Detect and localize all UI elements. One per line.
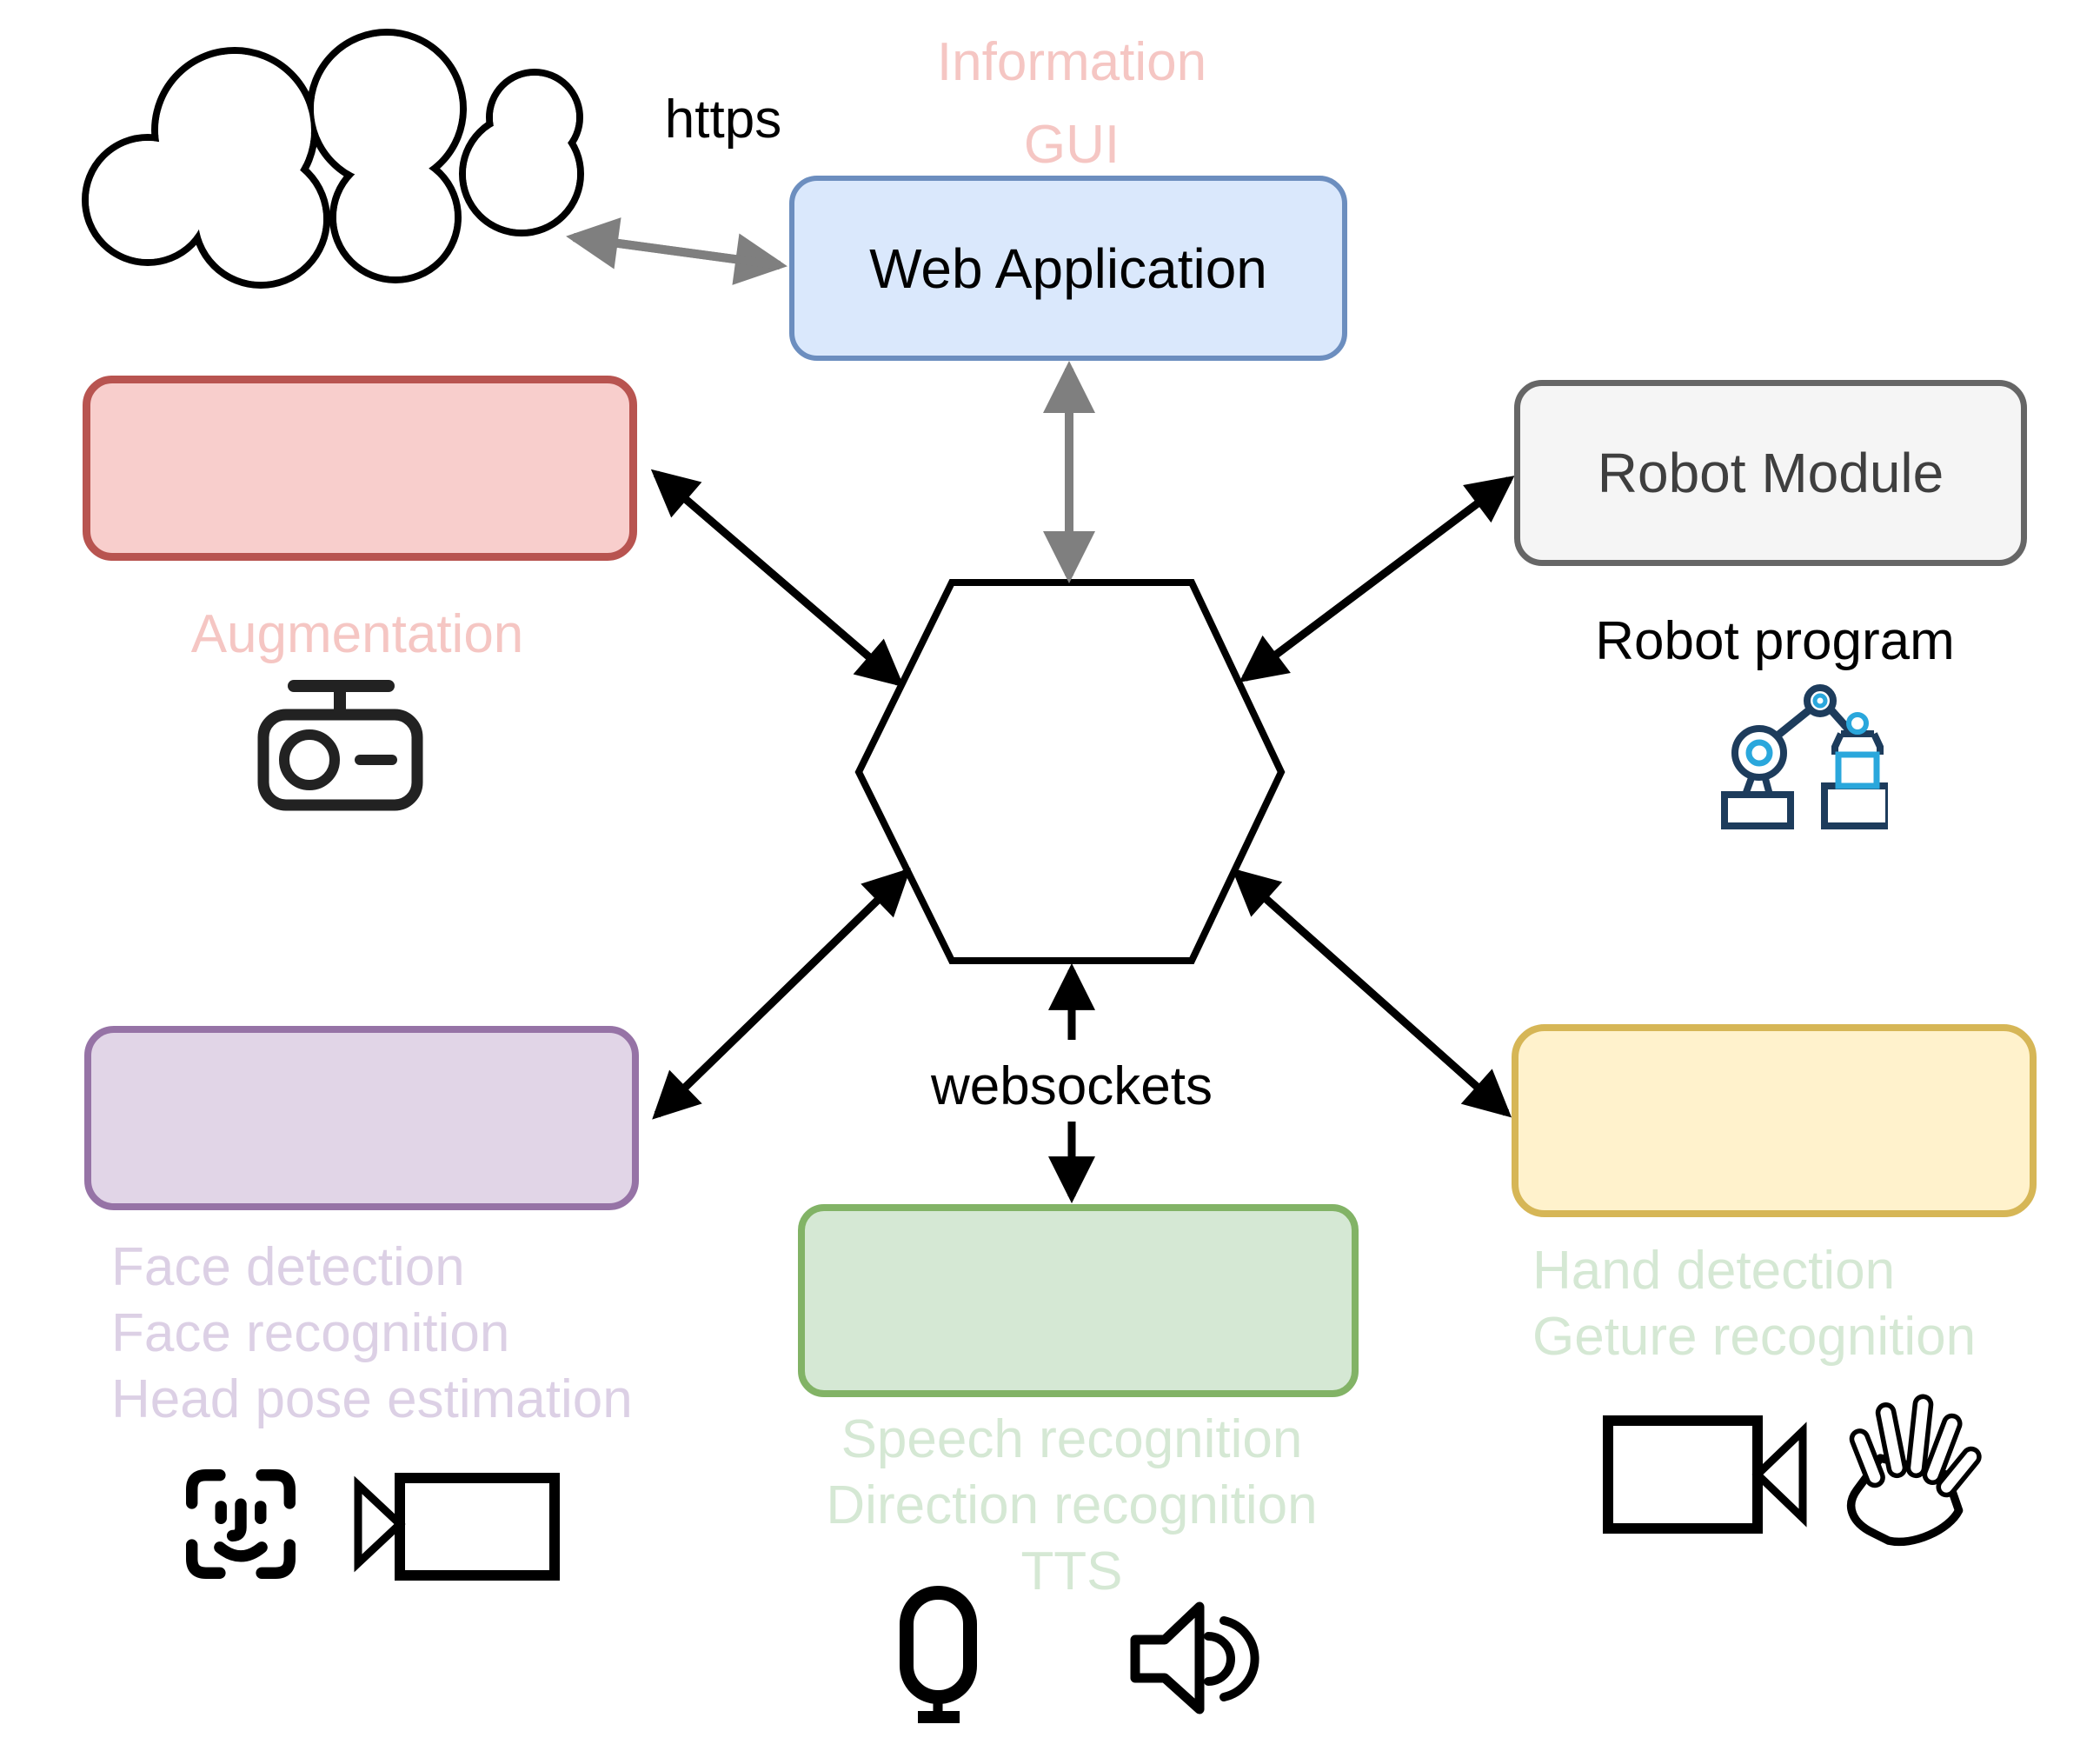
hand-module-caption: Hand detection Geture recognition [1532,1238,1976,1370]
web-application-label: Web Application [869,236,1267,300]
hand-module-node [1512,1024,2037,1217]
face-caption-line: Head pose estimation [111,1369,633,1429]
web-application-node: Web Application [789,176,1347,361]
cloud-icon [82,29,584,289]
robot-module-label: Robot Module [1597,442,1944,504]
robot-program-label: Robot program [1595,611,1955,671]
video-camera-icon [1603,1415,1807,1534]
information-label-line2: GUI [1023,115,1120,175]
speech-module-node [798,1204,1359,1397]
arrow-face-hexagon [652,868,911,1120]
information-gui-label: Information GUI [807,21,1337,186]
face-module-node [84,1026,639,1210]
robot-module-node: Robot Module [1514,380,2027,566]
speech-caption-line: Direction recognition [826,1475,1318,1535]
augmentation-node [83,376,637,561]
hand-icon [1846,1394,1982,1547]
microphone-icon [900,1586,977,1723]
arrow-robot-hexagon [1239,476,1515,682]
hand-caption-line: Hand detection [1532,1241,1896,1301]
face-caption-line: Face recognition [111,1303,510,1363]
websockets-edge-label: websockets [931,1056,1213,1116]
speech-caption-line: Speech recognition [841,1409,1303,1469]
arrow-hand-hexagon [1231,868,1512,1118]
robot-arm-icon [1721,684,1888,829]
video-camera-icon [354,1473,560,1581]
face-id-icon [186,1469,296,1579]
arrow-cloud-webapp [566,217,788,285]
augmentation-label: Augmentation [190,604,524,664]
face-caption-line: Face detection [111,1237,465,1297]
surveillance-camera-icon [257,680,423,811]
hand-caption-line: Geture recognition [1532,1307,1977,1367]
arrow-augmentation-hexagon [650,469,905,688]
speaker-icon [1130,1601,1259,1714]
message-hub-hexagon [854,579,1286,964]
speech-caption-line: TTS [1020,1541,1123,1601]
information-label-line1: Information [936,32,1207,92]
https-edge-label: https [664,90,782,150]
speech-module-caption: Speech recognition Direction recognition… [811,1407,1332,1605]
face-module-caption: Face detection Face recognition Head pos… [111,1235,633,1433]
